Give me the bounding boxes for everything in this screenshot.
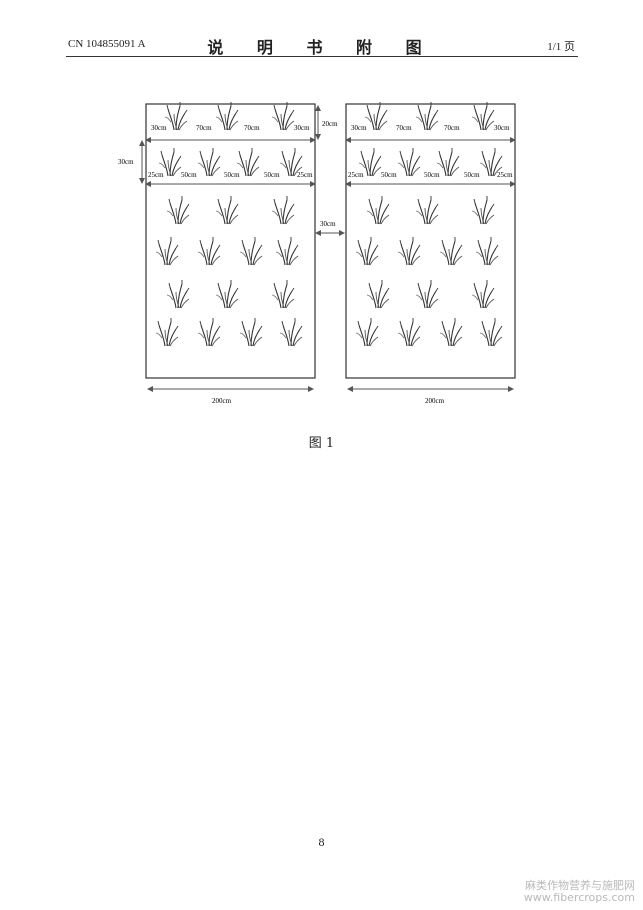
rice-seedling-icon <box>279 317 303 347</box>
rice-seedling-icon <box>366 279 390 309</box>
rice-seedling-icon <box>355 317 379 347</box>
rice-seedling-icon <box>197 147 221 177</box>
label-r-r2-3: 50cm <box>464 171 480 179</box>
page-title: 说 明 书 附 图 <box>207 38 436 57</box>
label-l-r2-1: 50cm <box>181 171 197 179</box>
rice-seedling-icon <box>397 317 421 347</box>
rice-seedling-icon <box>439 317 463 347</box>
rice-seedling-icon <box>471 101 495 131</box>
label-r-r2-2: 50cm <box>424 171 440 179</box>
rice-seedling-icon <box>155 236 179 266</box>
rice-seedling-icon <box>239 236 263 266</box>
label-r-r1-1: 70cm <box>396 124 412 132</box>
rice-seedling-icon <box>471 279 495 309</box>
rice-seedling-icon <box>271 279 295 309</box>
label-l-r1-3: 30cm <box>294 124 310 132</box>
rice-seedling-icon <box>275 236 299 266</box>
rice-seedling-icon <box>355 236 379 266</box>
rice-seedling-icon <box>397 147 421 177</box>
rice-seedling-icon <box>197 236 221 266</box>
label-bed-width-right: 200cm <box>425 397 445 405</box>
rice-seedling-icon <box>271 101 295 131</box>
rice-seedling-icon <box>215 101 239 131</box>
label-r-r2-4: 25cm <box>497 171 513 179</box>
label-l-r1-2: 70cm <box>244 124 260 132</box>
label-top-margin: 20cm <box>322 120 338 128</box>
rice-seedling-icon <box>271 195 295 225</box>
rice-seedling-icon <box>366 195 390 225</box>
label-l-r2-2: 50cm <box>224 171 240 179</box>
label-l-r1-1: 70cm <box>196 124 212 132</box>
header-rule <box>66 56 578 57</box>
plants-left <box>155 101 303 347</box>
label-r-r2-0: 25cm <box>348 171 364 179</box>
rice-seedling-icon <box>436 147 460 177</box>
planting-diagram: 30cm 70cm 70cm 30cm 25cm 50cm 50cm 50cm … <box>118 101 516 405</box>
plants-right <box>355 101 503 347</box>
label-l-r1-0: 30cm <box>151 124 167 132</box>
rice-seedling-icon <box>439 236 463 266</box>
label-bed-width-left: 200cm <box>212 397 232 405</box>
rice-seedling-icon <box>475 236 499 266</box>
rice-seedling-icon <box>164 101 188 131</box>
label-r-r1-2: 70cm <box>444 124 460 132</box>
rice-seedling-icon <box>364 101 388 131</box>
rice-seedling-icon <box>415 195 439 225</box>
bed-left: 30cm 70cm 70cm 30cm 25cm 50cm 50cm 50cm … <box>118 101 338 405</box>
rice-seedling-icon <box>239 317 263 347</box>
figure-caption: 图 1 <box>308 436 335 451</box>
label-l-r2-3: 50cm <box>264 171 280 179</box>
watermark: 麻类作物营养与施肥网 www.fibercrops.com <box>524 880 635 904</box>
watermark-line-2: www.fibercrops.com <box>523 891 635 904</box>
rice-seedling-icon <box>166 195 190 225</box>
rice-seedling-icon <box>397 236 421 266</box>
label-r-r1-3: 30cm <box>494 124 510 132</box>
label-bed-gap: 30cm <box>320 220 336 228</box>
patent-number: CN 104855091 A <box>68 38 146 50</box>
watermark-line-1: 麻类作物营养与施肥网 <box>525 879 635 892</box>
page-number: 8 <box>318 835 325 849</box>
page-count: 1/1 页 <box>547 41 575 53</box>
rice-seedling-icon <box>479 317 503 347</box>
rice-seedling-icon <box>215 279 239 309</box>
rice-seedling-icon <box>415 279 439 309</box>
rice-seedling-icon <box>197 317 221 347</box>
rice-seedling-icon <box>471 195 495 225</box>
rice-seedling-icon <box>155 317 179 347</box>
label-l-r2-4: 25cm <box>297 171 313 179</box>
rice-seedling-icon <box>236 147 260 177</box>
rice-seedling-icon <box>166 279 190 309</box>
rice-seedling-icon <box>415 101 439 131</box>
label-r-r1-0: 30cm <box>351 124 367 132</box>
label-r-r2-1: 50cm <box>381 171 397 179</box>
label-row-spacing: 30cm <box>118 158 134 166</box>
label-l-r2-0: 25cm <box>148 171 164 179</box>
rice-seedling-icon <box>215 195 239 225</box>
bed-right: 30cm 70cm 70cm 30cm 25cm 50cm 50cm 50cm … <box>345 101 516 405</box>
